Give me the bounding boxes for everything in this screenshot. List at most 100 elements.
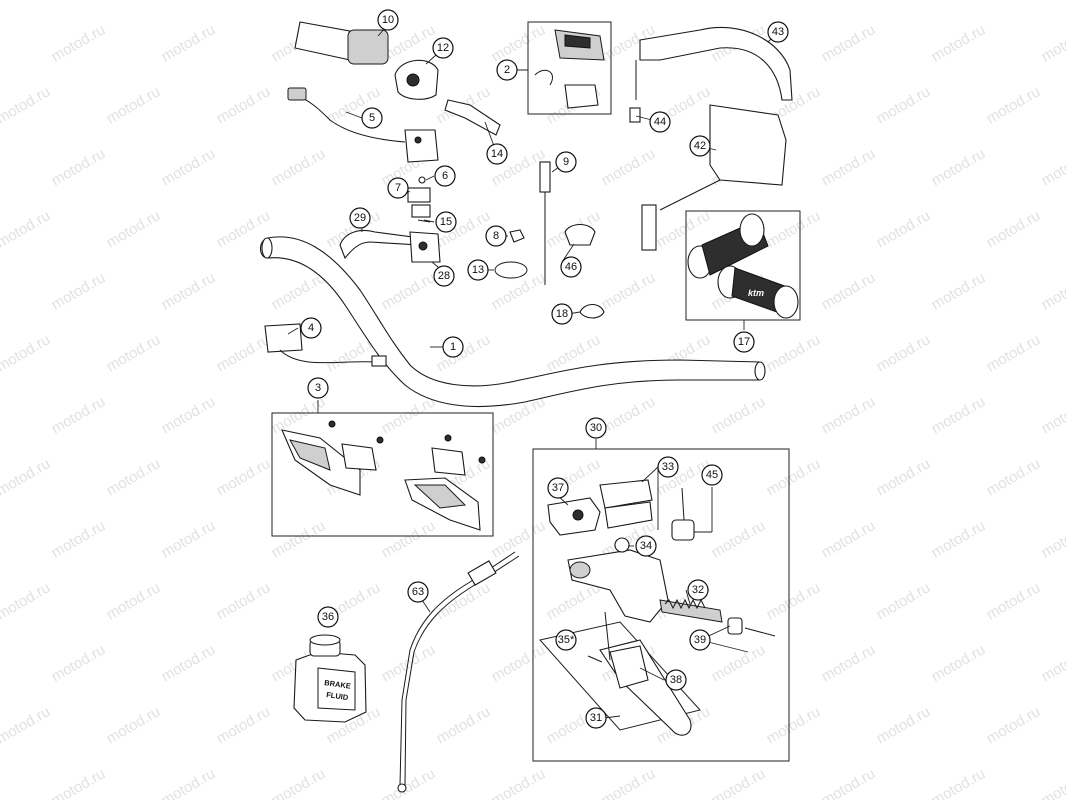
callout-circle <box>435 211 457 233</box>
switch-4 <box>264 323 303 353</box>
callout-number: 2 <box>504 64 510 76</box>
callout-number: 6 <box>442 170 448 182</box>
watermark-text: motod.ru <box>214 703 274 747</box>
lever-29 <box>339 229 421 260</box>
watermark-text: motod.ru <box>929 393 989 437</box>
callout-number: 7 <box>395 182 401 194</box>
grip-lower: ktm <box>717 265 799 319</box>
callout-circle <box>467 259 489 281</box>
pushrod-39 <box>744 627 776 637</box>
watermark-text: motod.ru <box>1039 765 1066 800</box>
watermark-text: motod.ru <box>104 331 164 375</box>
clutch-cable-43 <box>639 26 793 101</box>
cable-5 <box>289 91 406 143</box>
callout-circle <box>551 303 573 325</box>
callout-number: 63 <box>412 586 424 598</box>
callout-6: 6 <box>434 165 456 187</box>
watermark-text: motod.ru <box>709 641 769 685</box>
callout-number: 38 <box>670 674 682 686</box>
callout-number: 44 <box>654 116 666 128</box>
callout-circle <box>387 177 409 199</box>
watermark-text: motod.ru <box>269 765 329 800</box>
callout-circle <box>555 629 577 651</box>
watermark-text: motod.ru <box>874 207 934 251</box>
watermark-text: motod.ru <box>874 331 934 375</box>
watermark-text: motod.ru <box>929 517 989 561</box>
parts-layer: ktm BRAKE FLUID <box>259 21 801 793</box>
handguard-left-shade <box>289 439 331 471</box>
callout-number: 33 <box>662 461 674 473</box>
watermark-text: motod.ru <box>214 331 274 375</box>
handguard-bracket-right <box>431 447 466 476</box>
watermark-text: motod.ru <box>0 207 53 251</box>
hg-bolt-4 <box>478 456 486 464</box>
handguard-bracket-left <box>341 443 377 471</box>
callout-38: 38 <box>665 669 687 691</box>
callout-circle <box>689 629 711 651</box>
callout-number: 10 <box>382 14 394 26</box>
switch-5-body <box>287 87 307 101</box>
watermark-text: motod.ru <box>214 83 274 127</box>
watermark-text: motod.ru <box>434 0 494 3</box>
callout-number: 31 <box>590 712 602 724</box>
watermark-text: motod.ru <box>874 83 934 127</box>
watermark-text: motod.ru <box>764 207 824 251</box>
callout-28: 28 <box>433 265 455 287</box>
watermark-text: motod.ru <box>269 393 329 437</box>
o-ring-13 <box>494 261 528 279</box>
callout-circle <box>657 456 679 478</box>
callout-number: 29 <box>354 212 366 224</box>
watermark-text: motod.ru <box>984 703 1044 747</box>
watermark-text: motod.ru <box>489 641 549 685</box>
callout-32: 32 <box>687 579 709 601</box>
callout-30: 30 <box>585 417 607 439</box>
callout-5: 5 <box>361 107 383 129</box>
connector-4 <box>371 355 387 367</box>
callout-37: 37 <box>547 477 569 499</box>
callout-number: 43 <box>772 26 784 38</box>
nipple-42 <box>641 204 657 251</box>
watermark-text: motod.ru <box>819 393 879 437</box>
watermark-text: motod.ru <box>104 703 164 747</box>
callout-circle <box>687 579 709 601</box>
watermark-text: motod.ru <box>159 269 219 313</box>
watermark-text: motod.ru <box>764 0 824 3</box>
watermark-text: motod.ru <box>984 331 1044 375</box>
watermark-text: motod.ru <box>1039 517 1066 561</box>
watermark-text: motod.ru <box>104 579 164 623</box>
callout-circle <box>496 59 518 81</box>
callout-number: 5 <box>369 112 375 124</box>
watermark-text: motod.ru <box>379 641 439 685</box>
watermark-text: motod.ru <box>929 765 989 800</box>
callout-15: 15 <box>435 211 457 233</box>
watermark-text: motod.ru <box>49 517 109 561</box>
watermark-text: motod.ru <box>489 517 549 561</box>
callout-circle <box>733 331 755 353</box>
screw-15 <box>417 219 431 223</box>
callout-circle <box>555 151 577 173</box>
callout-number: 36 <box>322 611 334 623</box>
watermark-text: motod.ru <box>874 703 934 747</box>
callout-number: 45 <box>706 469 718 481</box>
hg-bolt-1 <box>328 420 336 428</box>
bolt-38 <box>604 611 611 661</box>
callout-number: 46 <box>565 261 577 273</box>
cable-63-sleeve <box>404 555 520 786</box>
cable-adjuster-9 <box>539 161 551 193</box>
watermark-text: motod.ru <box>489 269 549 313</box>
callout-14: 14 <box>486 143 508 165</box>
piston-32 <box>659 599 723 623</box>
cover-33-b <box>604 501 653 529</box>
watermark-text: motod.ru <box>489 21 549 65</box>
callout-number: 39 <box>694 634 706 646</box>
box-3 <box>271 412 494 537</box>
cover-42 <box>709 104 787 186</box>
watermark-text: motod.ru <box>104 0 164 3</box>
washer-45 <box>671 519 695 541</box>
watermark-text: motod.ru <box>599 269 659 313</box>
watermark-text: motod.ru <box>709 517 769 561</box>
callout-circle <box>317 606 339 628</box>
watermark-text: motod.ru <box>709 393 769 437</box>
watermark-text: motod.ru <box>379 765 439 800</box>
callout-circle <box>485 225 507 247</box>
